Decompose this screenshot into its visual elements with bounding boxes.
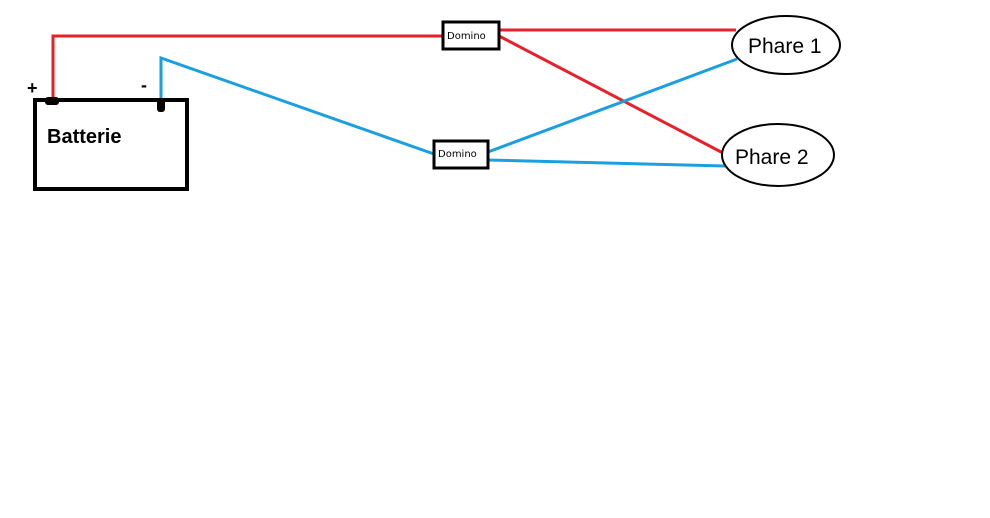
domino-bottom: Domino [432, 139, 490, 170]
battery: Batterie + - [27, 75, 189, 191]
battery-minus-terminal [157, 98, 165, 112]
phare-1-label: Phare 1 [748, 35, 822, 58]
negative-wires [159, 55, 738, 168]
wire-battery-minus-to-domino-bottom [159, 55, 435, 156]
battery-minus-label: - [141, 75, 147, 95]
phare-2-label: Phare 2 [735, 146, 809, 169]
wire-domino-bottom-to-phare-2 [487, 158, 726, 168]
battery-box [33, 98, 189, 191]
phare-2-ellipse [721, 123, 835, 187]
domino-bottom-box [432, 139, 490, 170]
battery-plus-label: + [27, 78, 38, 98]
domino-top-box [441, 20, 501, 51]
phare-1-ellipse [731, 15, 841, 75]
wire-battery-plus-to-domino-top [51, 34, 443, 100]
battery-plus-terminal [45, 97, 59, 105]
domino-bottom-label: Domino [438, 149, 477, 160]
phare-2: Phare 2 [721, 123, 835, 187]
battery-label: Batterie [47, 126, 121, 148]
wire-domino-top-to-phare-2 [498, 34, 724, 155]
phare-1: Phare 1 [731, 15, 841, 75]
wire-domino-bottom-to-phare-1 [487, 57, 738, 154]
domino-top: Domino [441, 20, 501, 51]
positive-wires [51, 28, 736, 155]
domino-top-label: Domino [447, 31, 486, 42]
